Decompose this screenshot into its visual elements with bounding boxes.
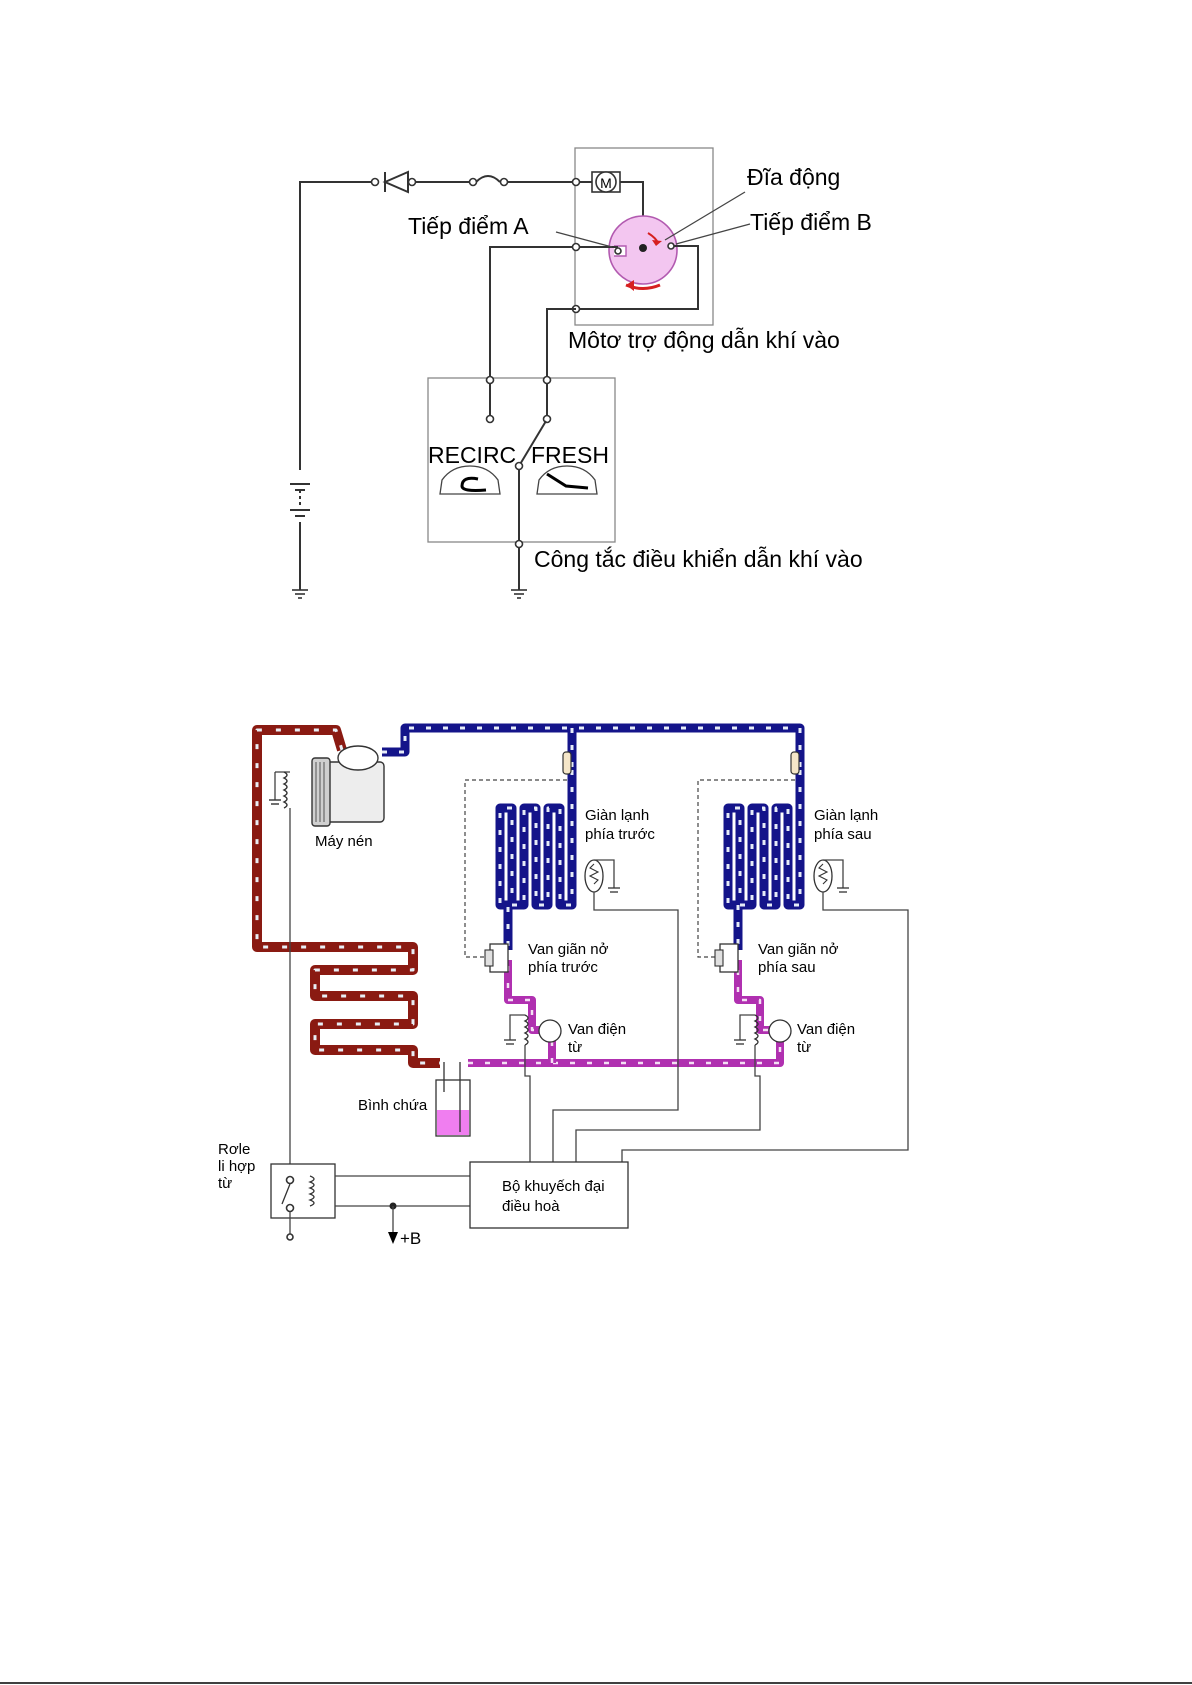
ground-icon	[292, 590, 308, 598]
liquid-line	[468, 960, 780, 1063]
front-solenoid-label-1: Van điện	[568, 1021, 626, 1038]
supply-arrow-icon	[388, 1232, 398, 1244]
expansion-valve-icon	[485, 944, 508, 972]
rear-expansion-valve-label-2: phía sau	[758, 959, 816, 976]
receiver-drier-icon	[436, 1062, 470, 1136]
recirc-icon	[440, 466, 500, 494]
rear-expansion-valve-label-1: Van giãn nở	[758, 941, 839, 958]
motor-symbol-label: M	[600, 175, 612, 191]
compressor-label: Máy nén	[315, 833, 373, 850]
refrigeration-system-diagram: Máy nén Giàn lạnh phía trước Giàn lạnh p…	[218, 728, 908, 1248]
moving-disc-label: Đĩa động	[747, 164, 840, 190]
compressor-icon	[312, 746, 384, 826]
motor-icon: M	[592, 172, 620, 192]
rear-solenoid-label-1: Van điện	[797, 1021, 855, 1038]
rear-evaporator-label-2: phía sau	[814, 826, 872, 843]
receiver-label: Bình chứa	[358, 1097, 428, 1114]
suction-line	[382, 728, 800, 770]
battery-icon	[290, 470, 310, 522]
relay-icon	[271, 1164, 335, 1240]
fuse-icon	[470, 176, 508, 186]
relay-label-2: li hợp	[218, 1158, 255, 1175]
front-evaporator-label-2: phía trước	[585, 826, 655, 843]
fresh-icon	[537, 466, 597, 494]
motor-label: Môtơ trợ động dẫn khí vào	[568, 327, 840, 353]
fresh-label: FRESH	[531, 442, 609, 468]
front-solenoid-label-2: từ	[568, 1039, 582, 1056]
rear-evaporator-label-1: Giàn lạnh	[814, 807, 878, 824]
contact-a-label: Tiếp điểm A	[408, 213, 529, 239]
diode-icon	[372, 172, 416, 192]
amplifier-label-1: Bộ khuyếch đại	[502, 1178, 605, 1195]
amplifier-label-2: điều hoà	[502, 1198, 560, 1215]
recirc-label: RECIRC	[428, 442, 516, 468]
expansion-valve-icon	[715, 944, 738, 972]
front-expansion-valve-label-1: Van giãn nở	[528, 941, 609, 958]
intake-servo-circuit-diagram: M	[290, 148, 872, 598]
relay-label-1: Rơle	[218, 1141, 250, 1158]
supply-label: +B	[400, 1229, 421, 1248]
contact-b-label: Tiếp điểm B	[750, 209, 872, 235]
rear-solenoid-label-2: từ	[797, 1039, 811, 1056]
relay-label-3: từ	[218, 1175, 232, 1192]
front-expansion-valve-label-2: phía trước	[528, 959, 598, 976]
clutch-coil-icon	[269, 772, 290, 808]
front-evaporator-label-1: Giàn lạnh	[585, 807, 649, 824]
switch-label: Công tắc điều khiển dẫn khí vào	[534, 546, 863, 572]
ground-icon	[511, 590, 527, 598]
ac-amplifier-box	[470, 1162, 628, 1228]
